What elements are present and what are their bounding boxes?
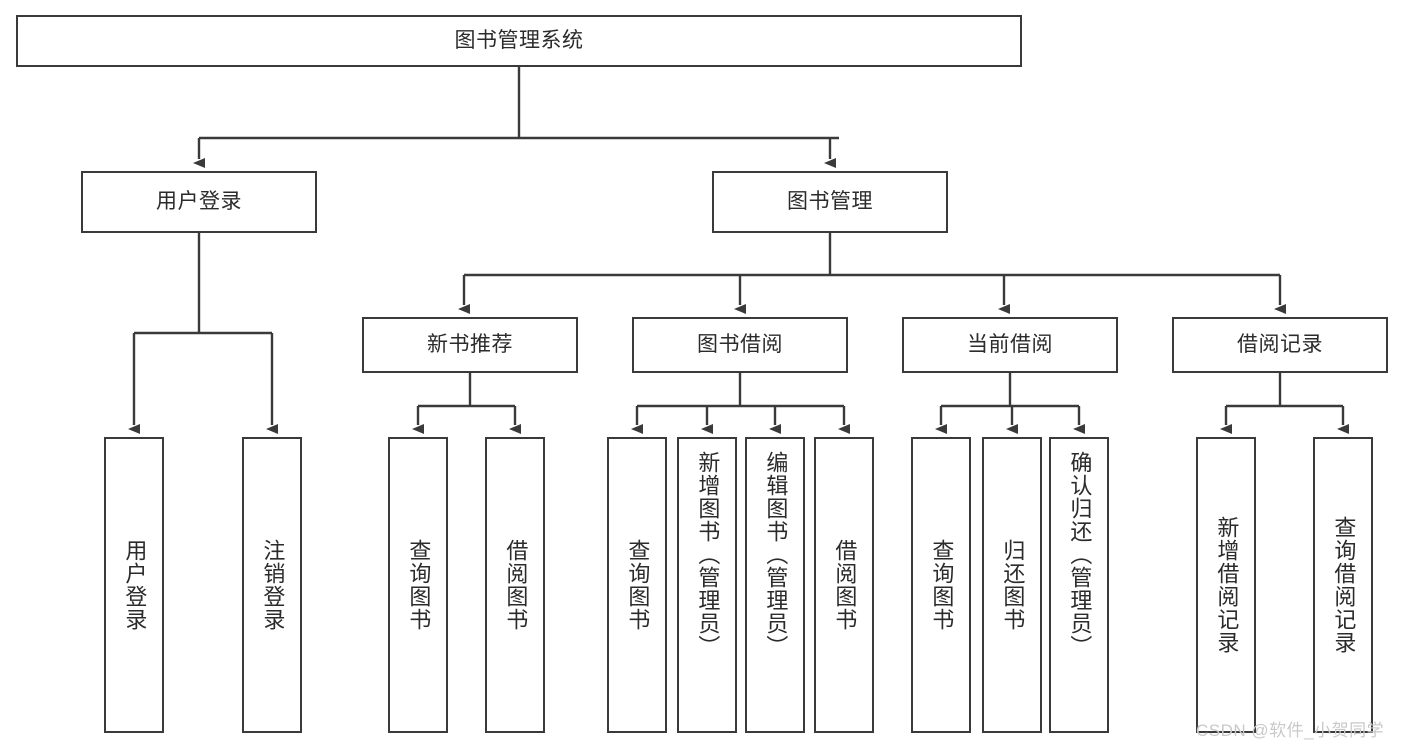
node-book-manage[interactable]: 图书管理 <box>712 171 948 233</box>
node-label: 新增借阅记录 <box>1214 516 1240 654</box>
node-leaf-query-book-current[interactable]: 查询图书 <box>911 437 971 733</box>
node-label: 查询图书 <box>406 539 432 631</box>
node-leaf-borrow-book[interactable]: 借阅图书 <box>814 437 874 733</box>
node-leaf-borrow-book-recommend[interactable]: 借阅图书 <box>485 437 545 733</box>
node-leaf-query-book-recommend[interactable]: 查询图书 <box>388 437 448 733</box>
node-label: 图书管理系统 <box>454 28 584 52</box>
node-new-book-recommend[interactable]: 新书推荐 <box>362 317 578 373</box>
node-label: 查询图书 <box>625 539 651 631</box>
node-label: 新增图书（管理员） <box>695 451 721 658</box>
node-leaf-user-login[interactable]: 用户登录 <box>104 437 164 733</box>
node-borrow-record[interactable]: 借阅记录 <box>1172 317 1388 373</box>
node-leaf-add-book-admin[interactable]: 新增图书（管理员） <box>677 437 737 733</box>
node-leaf-query-book-borrow[interactable]: 查询图书 <box>607 437 667 733</box>
node-leaf-return-book[interactable]: 归还图书 <box>982 437 1042 733</box>
node-label: 查询借阅记录 <box>1331 516 1357 654</box>
node-book-borrow[interactable]: 图书借阅 <box>632 317 848 373</box>
node-current-borrow[interactable]: 当前借阅 <box>902 317 1118 373</box>
node-leaf-query-borrow-record[interactable]: 查询借阅记录 <box>1313 437 1373 733</box>
node-leaf-confirm-return-admin[interactable]: 确认归还（管理员） <box>1049 437 1109 733</box>
node-label: 当前借阅 <box>967 332 1053 356</box>
node-label: 借阅图书 <box>503 539 529 631</box>
node-label: 借阅记录 <box>1237 332 1323 356</box>
node-label: 用户登录 <box>122 539 148 631</box>
node-label: 图书借阅 <box>697 332 783 356</box>
node-label: 借阅图书 <box>832 539 858 631</box>
node-leaf-edit-book-admin[interactable]: 编辑图书（管理员） <box>745 437 805 733</box>
node-label: 用户登录 <box>156 189 242 213</box>
node-label: 新书推荐 <box>427 332 513 356</box>
node-label: 编辑图书（管理员） <box>763 451 789 658</box>
node-user-login[interactable]: 用户登录 <box>81 171 317 233</box>
node-label: 图书管理 <box>787 189 873 213</box>
node-label: 注销登录 <box>260 539 286 631</box>
node-label: 确认归还（管理员） <box>1067 451 1093 658</box>
node-root[interactable]: 图书管理系统 <box>16 15 1022 67</box>
node-label: 归还图书 <box>1000 539 1026 631</box>
node-leaf-logout-login[interactable]: 注销登录 <box>242 437 302 733</box>
csdn-watermark: CSDN @软件_小贺同学 <box>1196 721 1385 740</box>
node-label: 查询图书 <box>929 539 955 631</box>
node-leaf-add-borrow-record[interactable]: 新增借阅记录 <box>1196 437 1256 733</box>
